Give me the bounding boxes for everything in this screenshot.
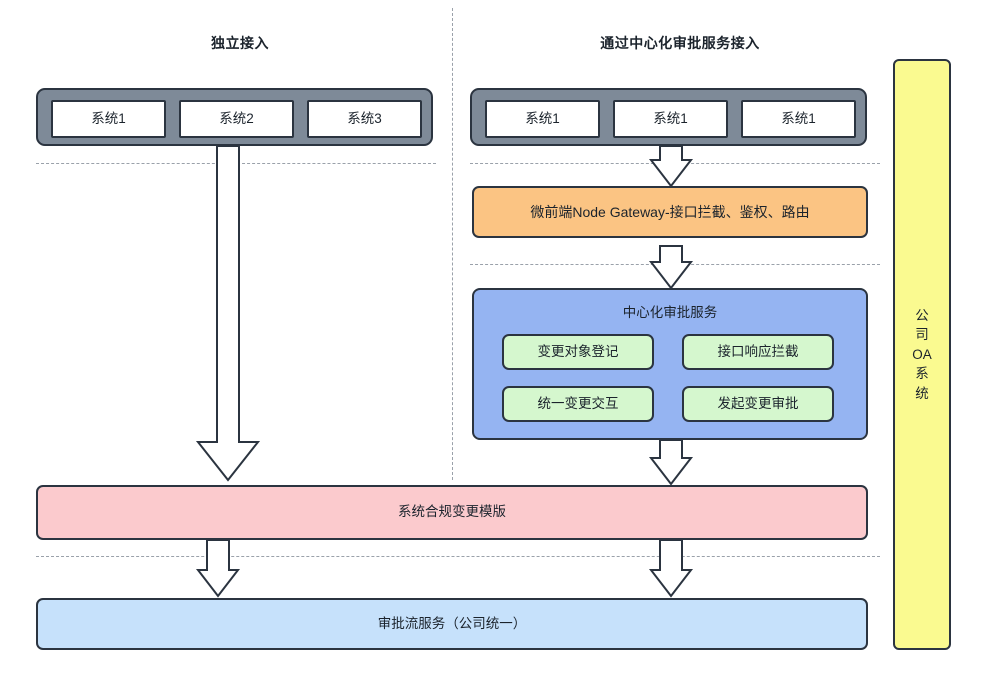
arrow-template-to-approval-left xyxy=(195,539,241,598)
system-box-left-3-label: 系统3 xyxy=(347,110,382,126)
oa-system-char-2: 司 xyxy=(915,327,929,343)
system-box-left-1-label: 系统1 xyxy=(91,110,126,126)
oa-system-char-3: OA xyxy=(912,346,932,362)
system-box-right-1-label: 系统1 xyxy=(525,110,560,126)
divider-row3 xyxy=(36,556,880,557)
central-service-box[interactable]: 中心化审批服务 变更对象登记 接口响应拦截 统一变更交互 发起变更审批 xyxy=(472,288,868,440)
system-box-left-2[interactable]: 系统2 xyxy=(179,100,294,138)
gateway-box[interactable]: 微前端Node Gateway-接口拦截、鉴权、路由 xyxy=(472,186,868,238)
divider-vertical-center xyxy=(452,8,453,480)
system-box-left-1[interactable]: 系统1 xyxy=(51,100,166,138)
central-service-title: 中心化审批服务 xyxy=(622,305,718,320)
approval-flow-box[interactable]: 审批流服务（公司统一） xyxy=(36,598,868,650)
oa-system-char-1: 公 xyxy=(915,307,929,323)
system-group-right: 系统1 系统1 系统1 xyxy=(470,88,867,146)
arrow-systems-to-gateway xyxy=(648,145,694,188)
arrow-gateway-to-central-service xyxy=(648,245,694,290)
oa-system-label: 公 司 OA 系 统 xyxy=(912,306,932,404)
central-service-item-unified-change-interaction[interactable]: 统一变更交互 xyxy=(502,386,654,422)
central-service-item-change-object-registration[interactable]: 变更对象登记 xyxy=(502,334,654,370)
central-service-item-2-label: 接口响应拦截 xyxy=(717,343,799,359)
system-box-left-3[interactable]: 系统3 xyxy=(307,100,422,138)
system-box-right-1[interactable]: 系统1 xyxy=(485,100,600,138)
system-box-right-2[interactable]: 系统1 xyxy=(613,100,728,138)
arrow-left-systems-to-template xyxy=(195,145,261,482)
central-service-item-1-label: 变更对象登记 xyxy=(537,343,619,359)
system-box-right-3[interactable]: 系统1 xyxy=(741,100,856,138)
central-service-item-3-label: 统一变更交互 xyxy=(537,395,619,411)
approval-flow-label: 审批流服务（公司统一） xyxy=(377,615,527,631)
system-group-left: 系统1 系统2 系统3 xyxy=(36,88,433,146)
system-box-right-3-label: 系统1 xyxy=(781,110,816,126)
compliance-template-label: 系统合规变更模版 xyxy=(398,504,506,520)
gateway-label: 微前端Node Gateway-接口拦截、鉴权、路由 xyxy=(530,203,810,220)
system-box-right-2-label: 系统1 xyxy=(653,110,688,126)
central-service-item-api-response-intercept[interactable]: 接口响应拦截 xyxy=(682,334,834,370)
arrow-template-to-approval-right xyxy=(648,539,694,598)
oa-system-char-4: 系 xyxy=(915,366,929,382)
central-service-item-4-label: 发起变更审批 xyxy=(717,395,799,411)
arrow-central-service-to-template xyxy=(648,439,694,486)
central-service-item-initiate-change-approval[interactable]: 发起变更审批 xyxy=(682,386,834,422)
oa-system-box[interactable]: 公 司 OA 系 统 xyxy=(893,59,951,650)
section-title-left: 独立接入 xyxy=(211,35,269,51)
oa-system-char-5: 统 xyxy=(915,385,929,401)
system-box-left-2-label: 系统2 xyxy=(219,110,254,126)
section-title-right: 通过中心化审批服务接入 xyxy=(600,35,760,51)
compliance-template-box[interactable]: 系统合规变更模版 xyxy=(36,485,868,540)
